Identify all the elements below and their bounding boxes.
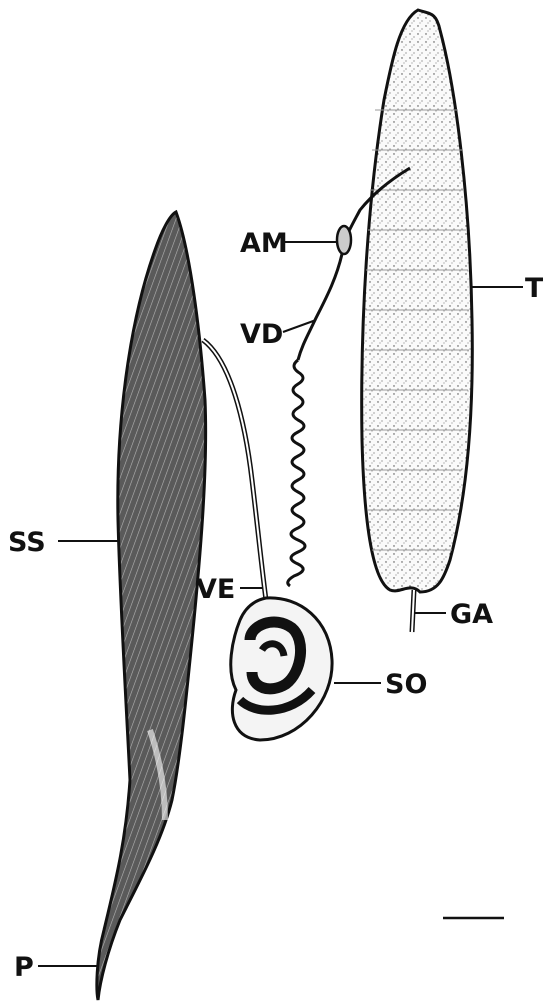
label-ss: SS	[8, 527, 46, 558]
vas-efferens-duct	[203, 340, 266, 600]
label-t: T	[525, 273, 543, 304]
label-vd: VD	[240, 319, 283, 350]
seminal-sac	[97, 212, 206, 1000]
label-ve: VE	[196, 574, 235, 605]
label-am: AM	[240, 228, 288, 259]
label-so: SO	[385, 669, 427, 700]
label-ga: GA	[450, 599, 493, 630]
seminal-organ	[231, 598, 332, 740]
testis	[362, 10, 473, 592]
label-p: P	[14, 952, 34, 983]
